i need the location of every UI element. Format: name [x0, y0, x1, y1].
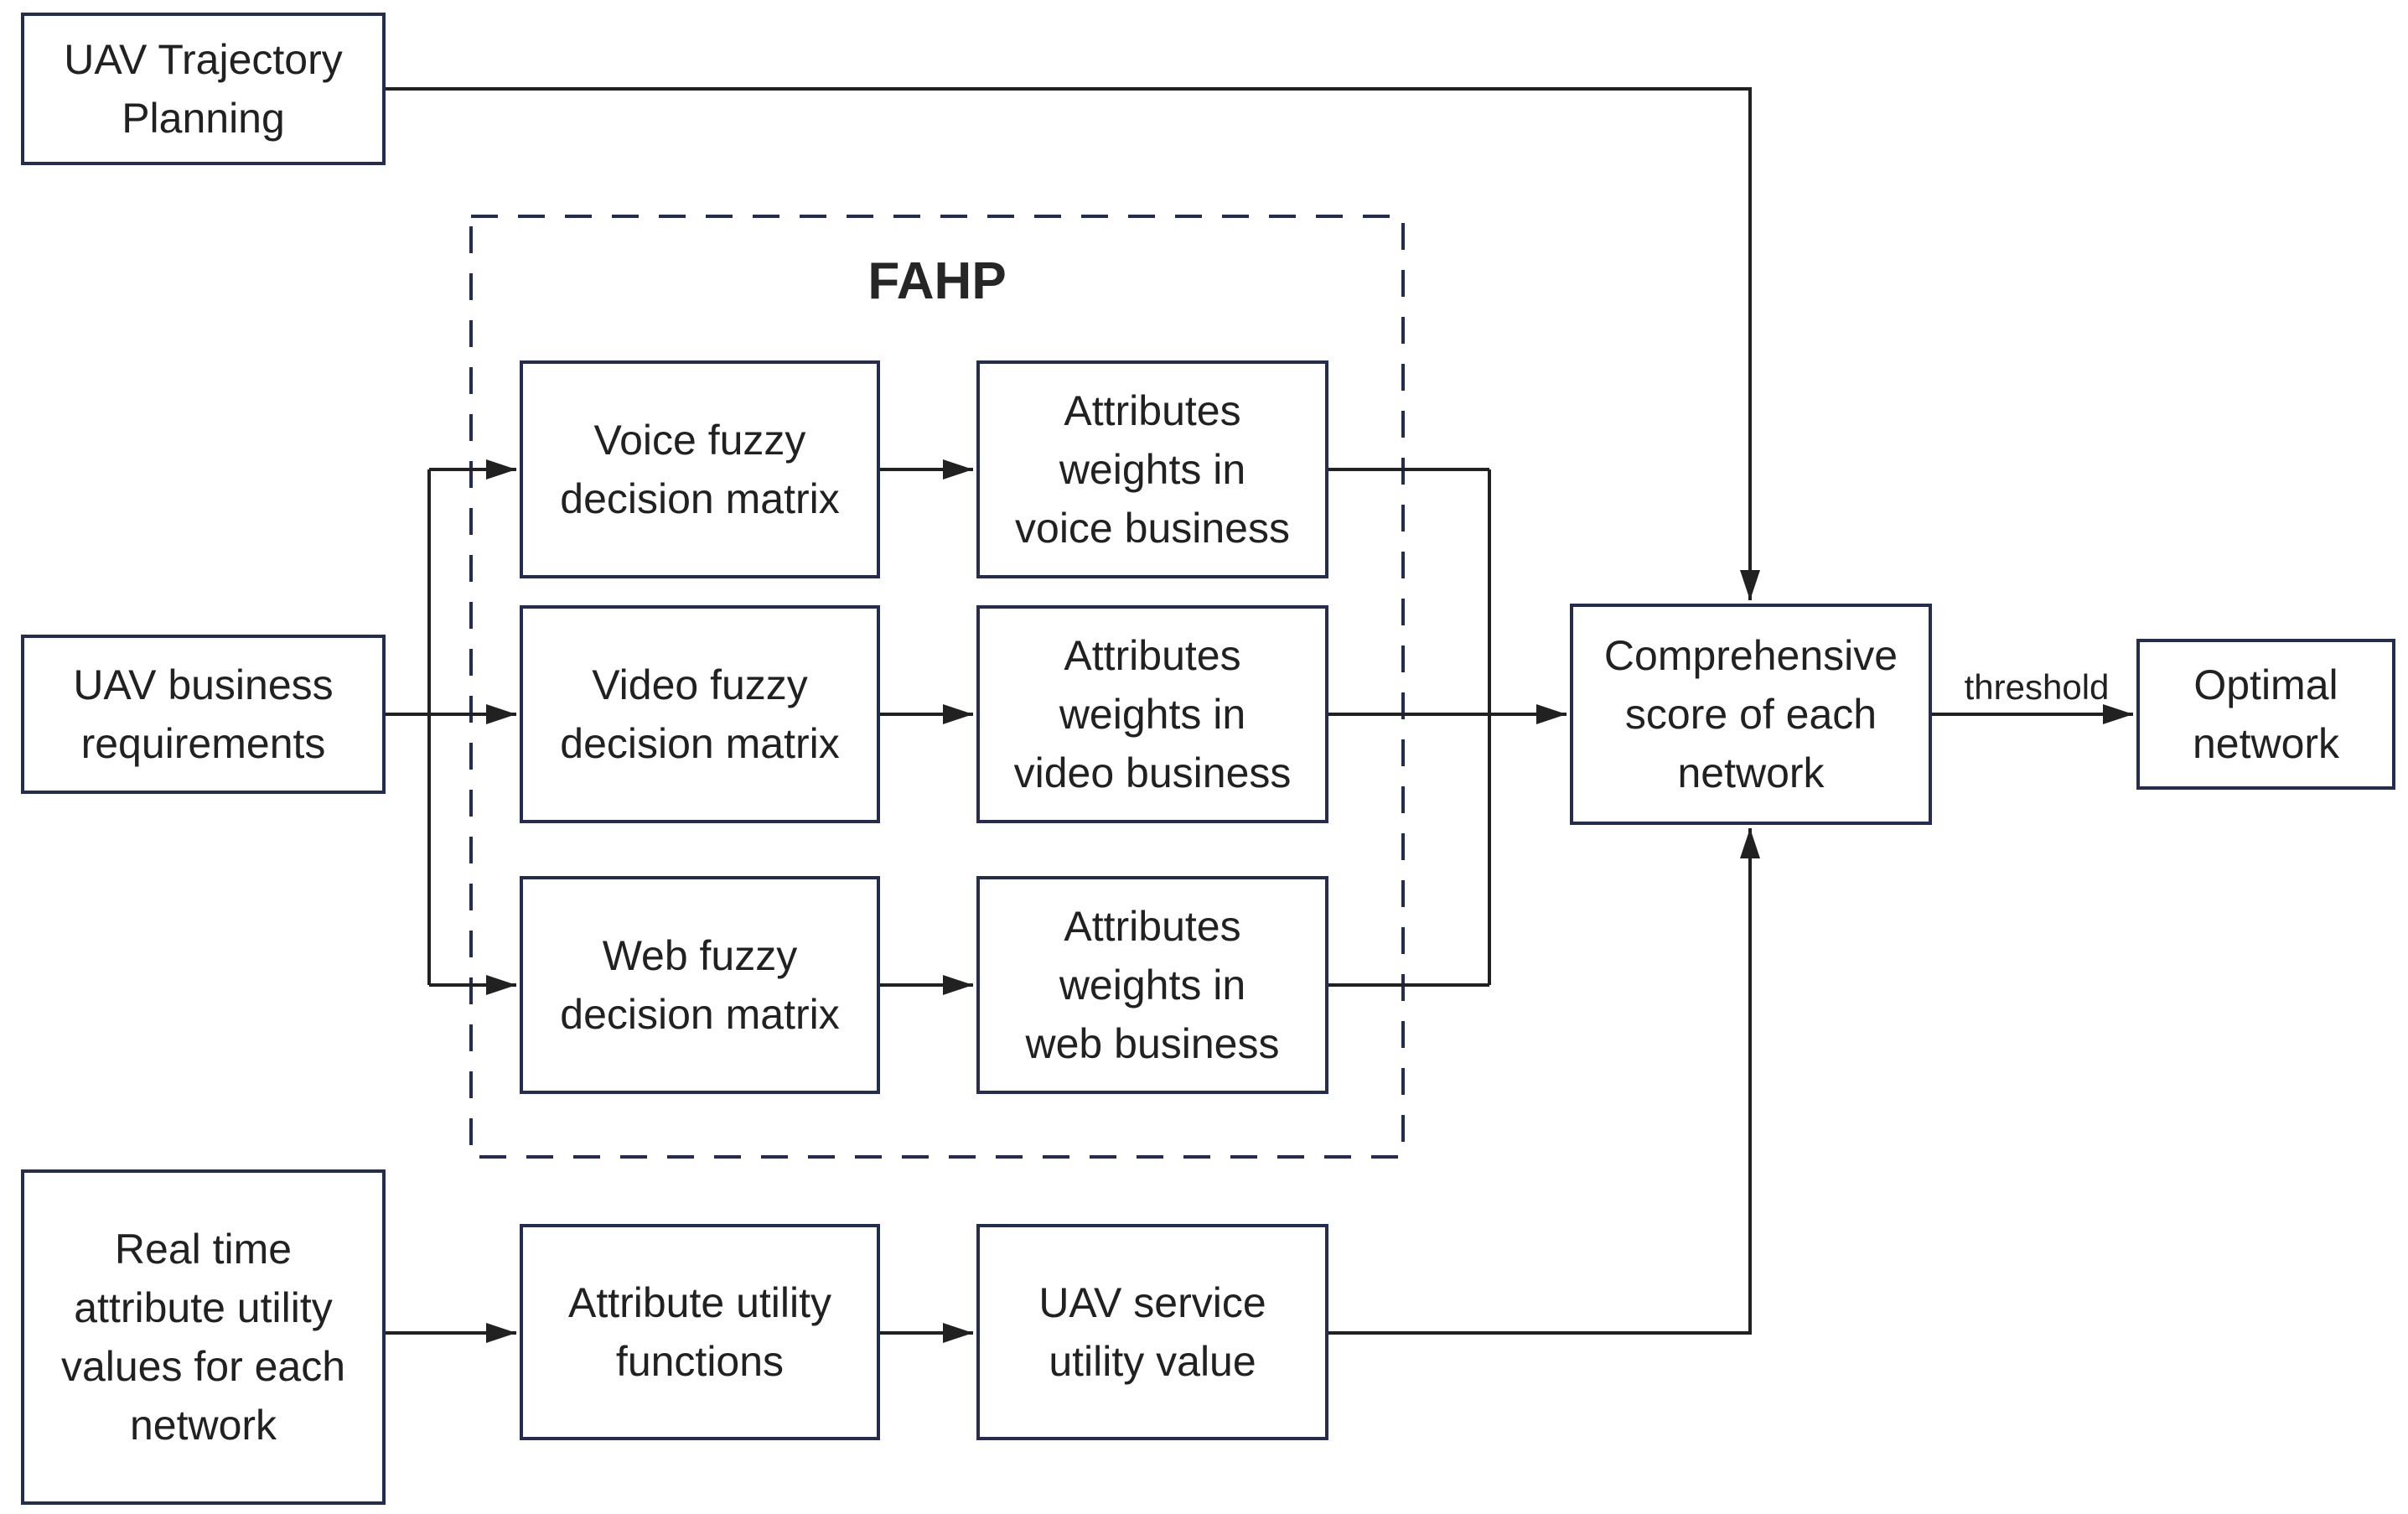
node-label: Attributes weights in voice business — [1015, 387, 1290, 552]
node-label: Real time attribute utility values for e… — [60, 1226, 346, 1449]
node-video-fuzzy-decision-matrix: Video fuzzy decision matrix — [520, 605, 880, 823]
node-label: Web fuzzy decision matrix — [560, 932, 840, 1038]
node-label: Comprehensive score of each network — [1603, 632, 1898, 796]
node-label: Optimal network — [2192, 661, 2340, 767]
threshold-label: threshold — [1964, 667, 2110, 707]
node-label: UAV service utility value — [1038, 1279, 1266, 1385]
node-attributes-weights-voice: Attributes weights in voice business — [976, 360, 1328, 578]
node-attributes-weights-web: Attributes weights in web business — [976, 876, 1328, 1094]
node-label: UAV Trajectory Planning — [64, 36, 343, 142]
edge-service-utility-to-score — [1328, 828, 1760, 1335]
node-voice-fuzzy-decision-matrix: Voice fuzzy decision matrix — [520, 360, 880, 578]
node-web-fuzzy-decision-matrix: Web fuzzy decision matrix — [520, 876, 880, 1094]
node-attribute-utility-functions: Attribute utility functions — [520, 1224, 880, 1440]
node-attributes-weights-video: Attributes weights in video business — [976, 605, 1328, 823]
node-uav-business-requirements: UAV business requirements — [21, 635, 386, 794]
node-label: Attribute utility functions — [567, 1279, 831, 1385]
node-label: Attributes weights in video business — [1013, 632, 1292, 796]
node-real-time-attribute-utility: Real time attribute utility values for e… — [21, 1169, 386, 1505]
node-label: Voice fuzzy decision matrix — [560, 417, 840, 522]
fahp-group-title: FAHP — [867, 252, 1007, 310]
node-label: Attributes weights in web business — [1025, 903, 1280, 1067]
node-optimal-network: Optimal network — [2136, 639, 2395, 790]
edge-trajectory-to-score — [386, 87, 1760, 600]
node-uav-trajectory-planning: UAV Trajectory Planning — [21, 13, 386, 165]
node-comprehensive-score: Comprehensive score of each network — [1570, 604, 1932, 825]
node-label: UAV business requirements — [73, 661, 334, 767]
node-label: Video fuzzy decision matrix — [560, 661, 840, 767]
node-uav-service-utility-value: UAV service utility value — [976, 1224, 1328, 1440]
